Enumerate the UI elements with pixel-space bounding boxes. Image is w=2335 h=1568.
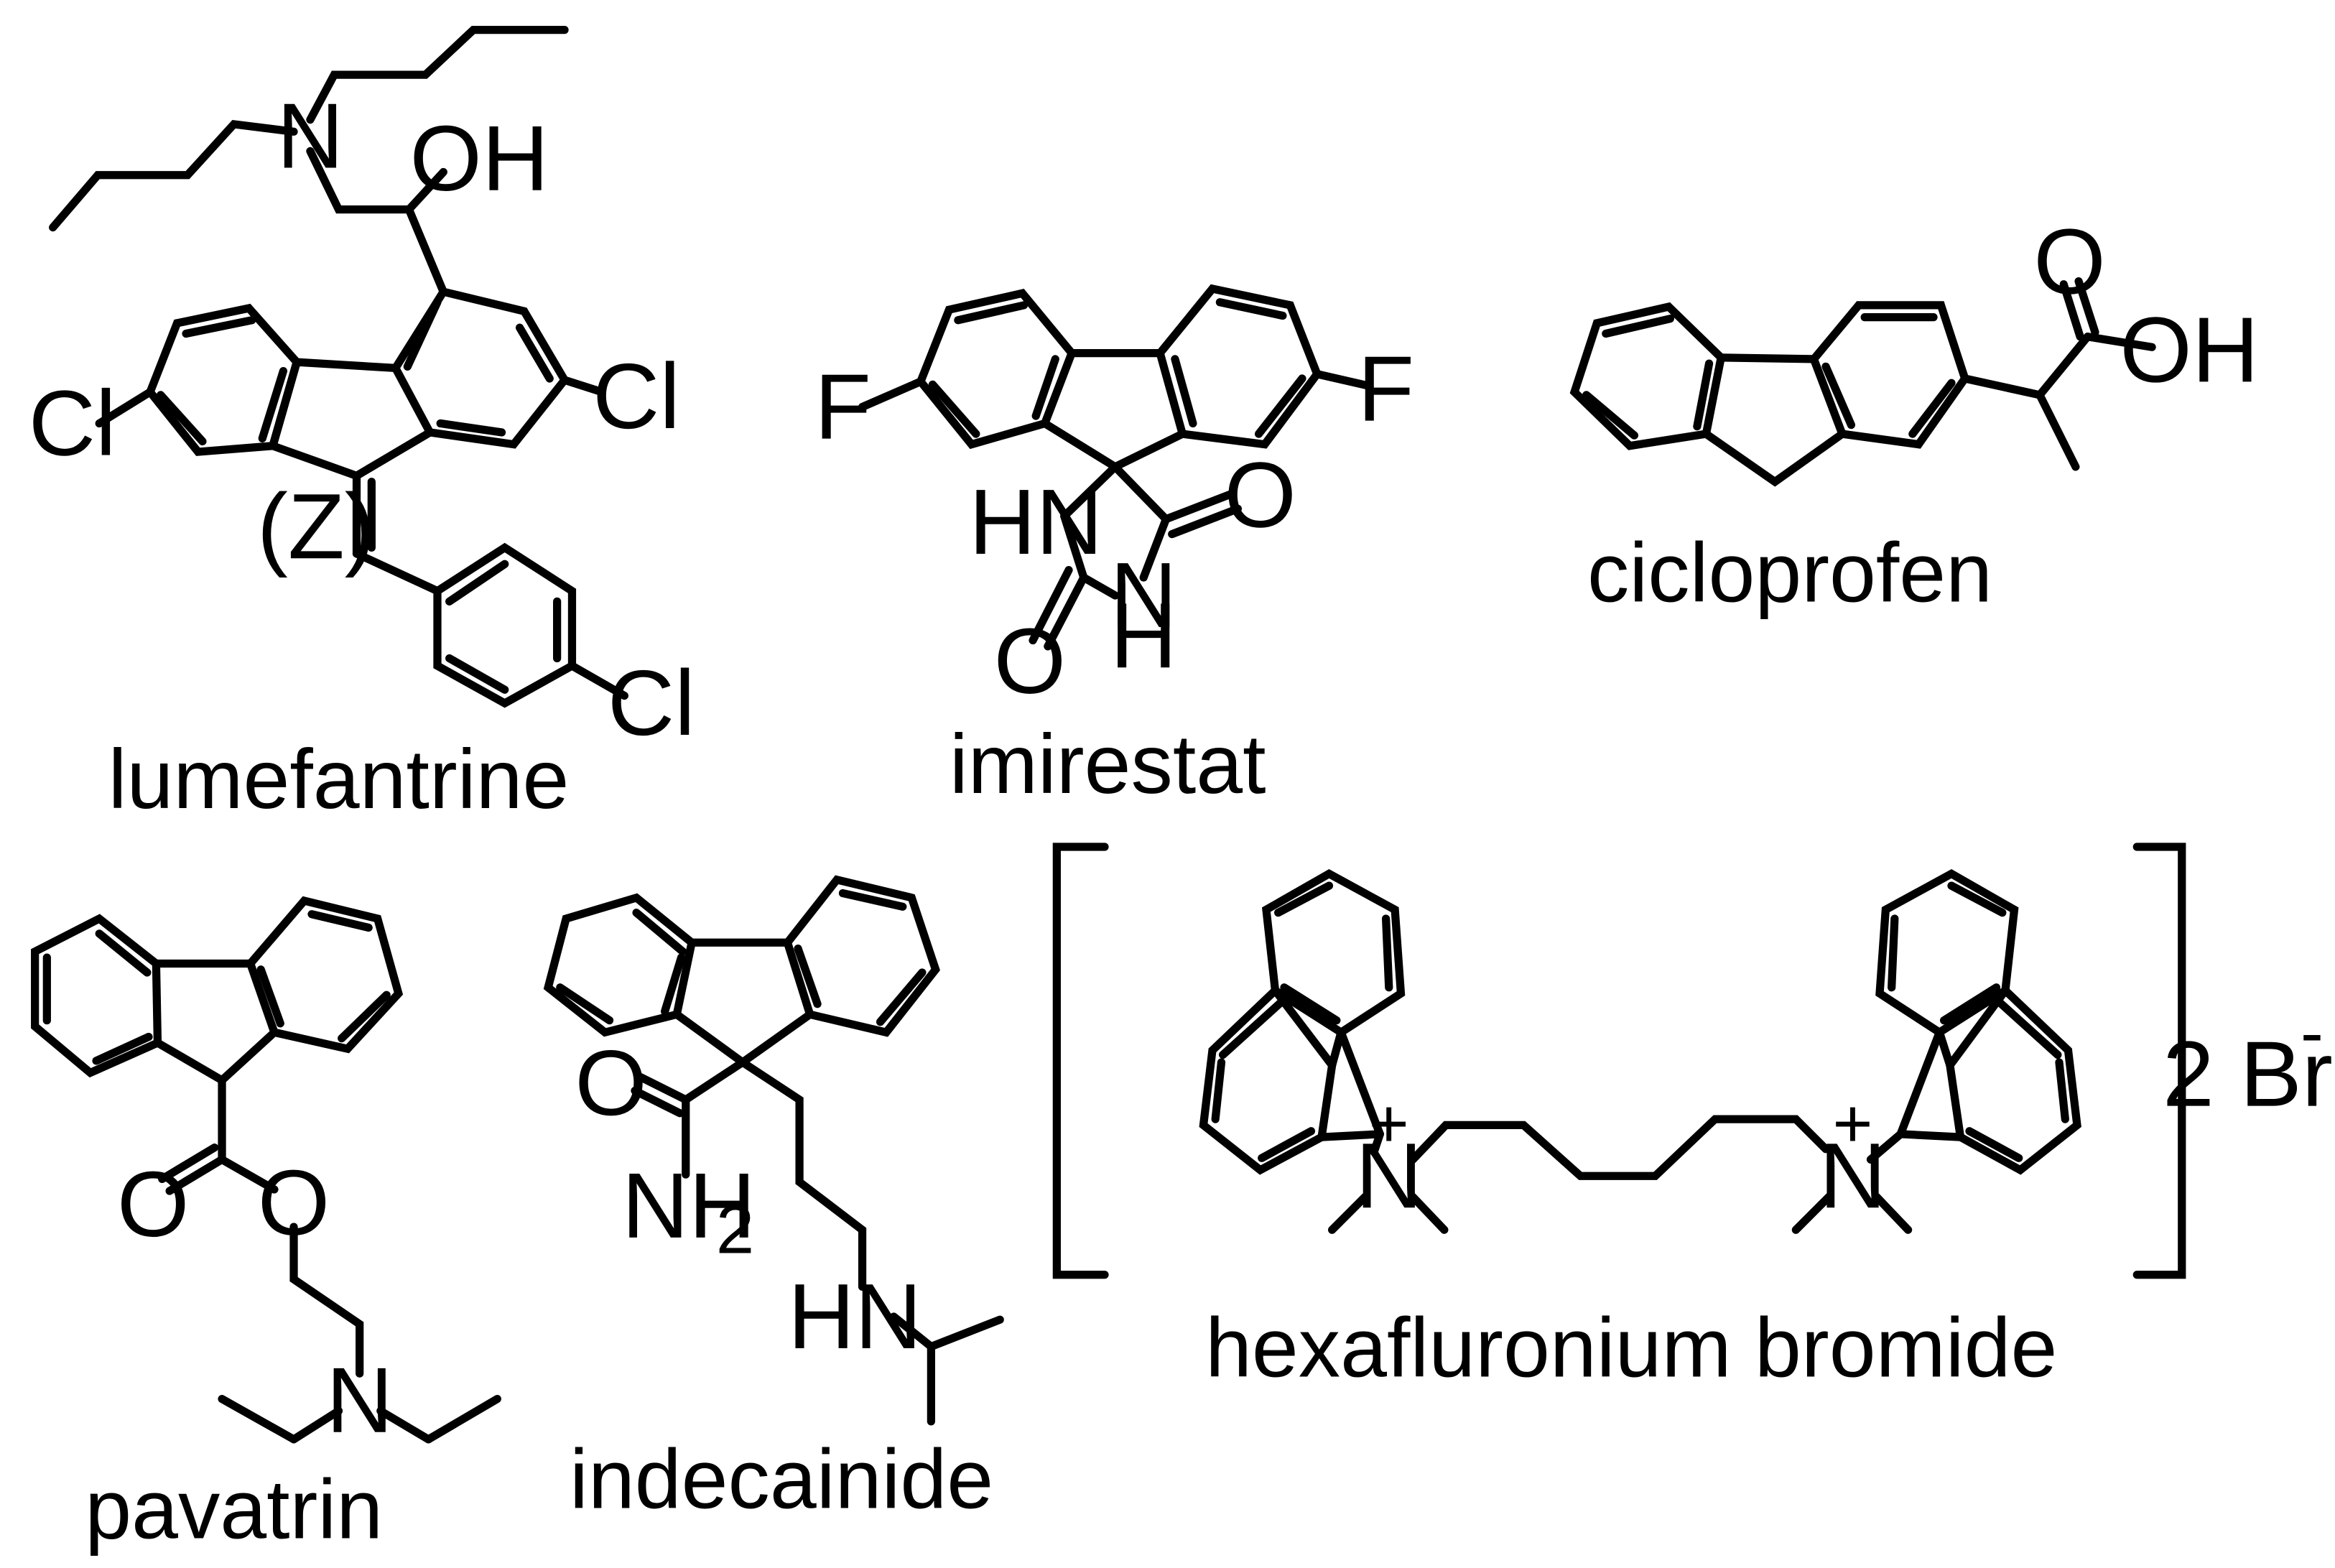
imirestat-oxygen-label-right: O bbox=[1224, 443, 1296, 547]
indecainide-oxygen-label: O bbox=[575, 1031, 646, 1135]
lumefantrine-stereo-label: (Z) bbox=[257, 475, 376, 578]
indecainide-amide-subscript: 2 bbox=[716, 1192, 754, 1268]
lumefantrine-chlorine-label-para: Cl bbox=[608, 651, 695, 755]
indecainide-bonds bbox=[543, 875, 1004, 1426]
pavatrin-bonds bbox=[31, 896, 501, 1444]
imirestat-bonds bbox=[858, 284, 1374, 651]
hexafluronium-charge-left: + bbox=[1369, 1085, 1409, 1162]
imirestat-oxygen-label-bottom: O bbox=[994, 610, 1066, 713]
hexafluronium-charge-right: + bbox=[1833, 1085, 1873, 1162]
indecainide-amide-nh-label: NH bbox=[622, 1154, 756, 1258]
hexafluronium-counterion-label: 2 Br bbox=[2163, 1023, 2333, 1126]
indecainide-amine-nh-label: HN bbox=[788, 1265, 922, 1368]
lumefantrine-nitrogen-label: N bbox=[277, 85, 343, 188]
pavatrin-nitrogen-label: N bbox=[326, 1349, 393, 1452]
lumefantrine-name: lumefantrine bbox=[108, 732, 570, 826]
cicloprofen-bonds bbox=[1569, 277, 2156, 487]
cicloprofen-hydroxyl-label: OH bbox=[2120, 298, 2259, 402]
lumefantrine-chlorine-label-right: Cl bbox=[593, 345, 680, 448]
imirestat-structure: F F HN O N H O imirestat bbox=[814, 284, 1414, 811]
cicloprofen-name: cicloprofen bbox=[1587, 525, 1992, 619]
imirestat-nitrogen-label: N bbox=[1110, 544, 1177, 647]
imirestat-fluorine-label-right: F bbox=[1357, 338, 1414, 441]
pavatrin-name: pavatrin bbox=[85, 1462, 383, 1556]
imirestat-name: imirestat bbox=[950, 717, 1266, 811]
pavatrin-structure: O O N pavatrin bbox=[31, 896, 501, 1556]
hexafluronium-counterion-charge: - bbox=[2301, 994, 2324, 1071]
hexafluronium-nitrogen-label-right: N bbox=[1819, 1124, 1886, 1228]
indecainide-structure: O NH 2 HN indecainide bbox=[543, 875, 1004, 1526]
lumefantrine-hydroxyl-label: OH bbox=[409, 107, 549, 210]
hexafluronium-name: hexafluronium bromide bbox=[1205, 1300, 2057, 1394]
hexafluronium-structure: N + N + 2 Br - hexafluronium bromide bbox=[1052, 843, 2333, 1394]
hexafluronium-bonds bbox=[1052, 843, 2186, 1279]
cicloprofen-oxygen-label: O bbox=[2033, 210, 2105, 314]
imirestat-hydrogen-label: H bbox=[1110, 584, 1177, 687]
pavatrin-oxygen-label-ester: O bbox=[258, 1151, 330, 1255]
lumefantrine-chlorine-label-left: Cl bbox=[29, 371, 116, 475]
cicloprofen-structure: O OH cicloprofen bbox=[1569, 210, 2259, 619]
imirestat-nh-label-left: HN bbox=[969, 470, 1103, 574]
pavatrin-oxygen-label-carbonyl: O bbox=[117, 1153, 189, 1256]
imirestat-fluorine-label-left: F bbox=[814, 356, 871, 459]
lumefantrine-bonds bbox=[49, 26, 628, 708]
hexafluronium-nitrogen-label-left: N bbox=[1355, 1124, 1422, 1228]
indecainide-name: indecainide bbox=[570, 1432, 993, 1526]
lumefantrine-structure: N OH Cl Cl (Z) Cl lumefantrine bbox=[29, 26, 695, 826]
